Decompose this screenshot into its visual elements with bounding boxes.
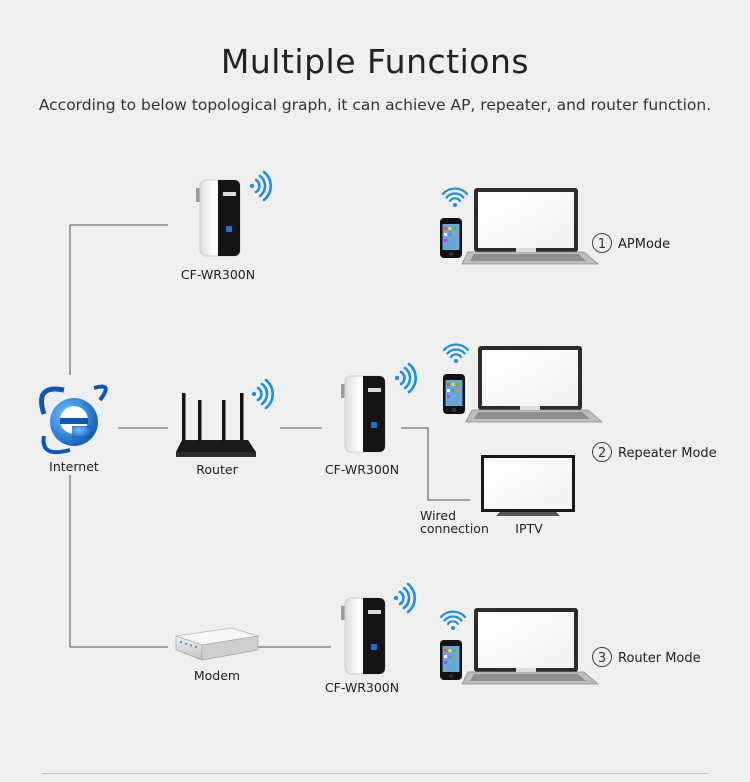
page-title: Multiple Functions (220, 42, 530, 81)
tv-label: IPTV (515, 521, 543, 536)
phone-device (440, 218, 462, 258)
mode-repeater-number: 2 (598, 446, 606, 461)
phone-device (443, 374, 465, 414)
modem-label: Modem (194, 668, 240, 683)
wifi-icon (442, 343, 470, 365)
laptop-device (465, 345, 603, 423)
mode-ap: 1 APMode (592, 233, 670, 253)
mode-repeater: 2 Repeater Mode (592, 442, 717, 462)
wifi-icon (441, 187, 469, 209)
laptop-device (461, 187, 599, 265)
mode-router: 3 Router Mode (592, 647, 701, 667)
extender-repeater-label: CF-WR300N (325, 462, 399, 477)
wifi-icon (392, 582, 416, 614)
mode-router-number: 3 (598, 651, 606, 666)
extender-ap-label: CF-WR300N (181, 267, 255, 282)
wired-label-line1: Wired (420, 508, 456, 523)
wifi-icon (248, 170, 272, 202)
line-internet-to-modem (69, 475, 168, 648)
router-device (176, 393, 256, 457)
laptop-device (461, 607, 599, 685)
mode-repeater-label: Repeater Mode (618, 446, 717, 461)
wifi-icon (393, 362, 417, 394)
ie-internet-icon (39, 384, 108, 455)
phone-device (440, 640, 462, 680)
mode-ap-number: 1 (598, 237, 606, 252)
connection-lines (69, 224, 470, 648)
extender-router-label: CF-WR300N (325, 680, 399, 695)
extender-ap-device (195, 179, 241, 257)
internet-label: Internet (49, 459, 99, 474)
wifi-icon (250, 378, 274, 410)
extender-repeater-device (340, 375, 386, 453)
footer-divider (42, 773, 708, 774)
extender-router-device (340, 597, 386, 675)
mode-router-label: Router Mode (618, 651, 701, 666)
wifi-icon (439, 610, 467, 632)
line-internet-to-ap (69, 224, 168, 375)
modem-device (175, 627, 259, 661)
tv-device (481, 455, 575, 516)
mode-ap-label: APMode (618, 237, 670, 252)
page-subtitle: According to below topological graph, it… (38, 96, 712, 114)
wired-label-line2: connection (420, 521, 489, 536)
router-label: Router (196, 462, 238, 477)
line-repeater-to-tv (401, 427, 470, 501)
